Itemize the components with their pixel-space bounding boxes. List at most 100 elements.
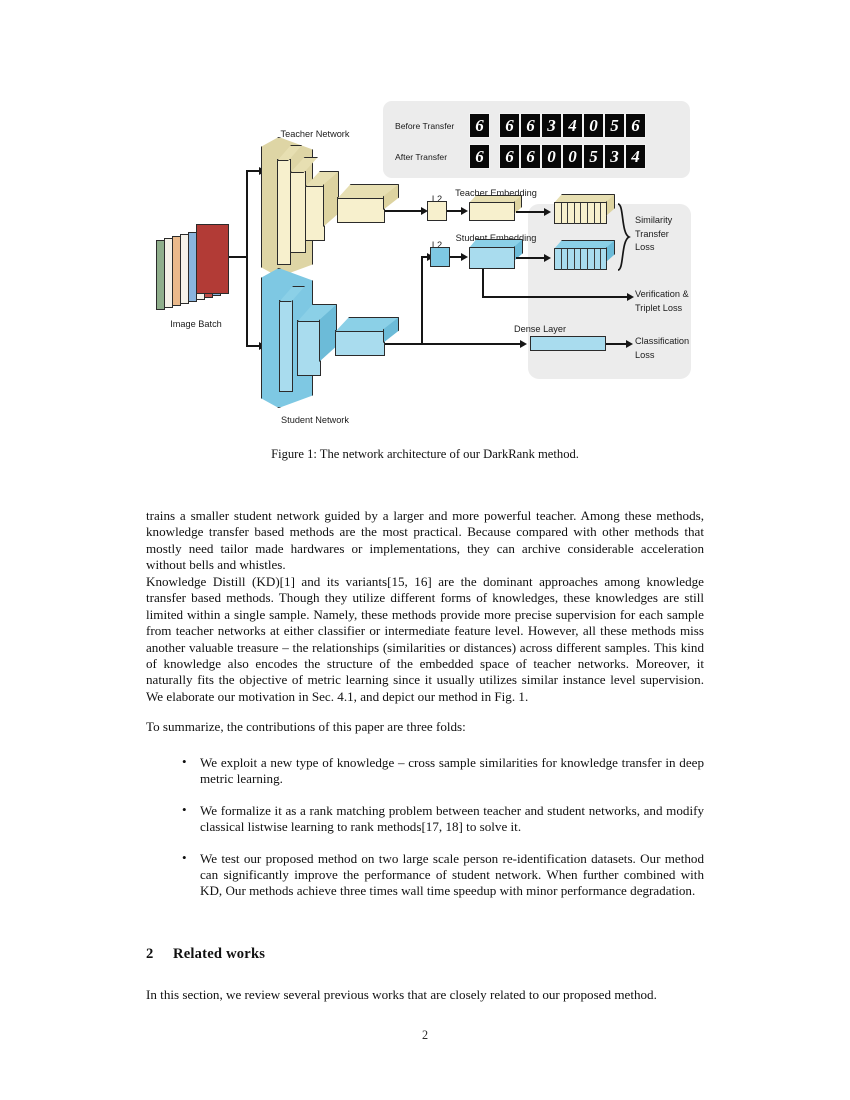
section-number: 2: [146, 946, 154, 962]
list-item: We test our proposed method on two large…: [178, 850, 704, 900]
feature-stripe: [560, 202, 562, 224]
feature-stripe: [573, 202, 575, 224]
similarity-transfer-loss-label: Similarity Transfer Loss: [635, 214, 672, 255]
mnist-retrieval-panel: Before Transfer 6 6 6 3 4 0 5 6 After Tr…: [383, 101, 690, 178]
figure-1-diagram: Before Transfer 6 6 6 3 4 0 5 6 After Tr…: [140, 90, 710, 435]
mnist-query-digit-after: 6: [469, 144, 490, 169]
feature-stripe: [567, 248, 569, 270]
l2-student-block: [430, 247, 450, 267]
loss-line: Verification &: [635, 289, 689, 299]
student-conv-slab: [297, 320, 321, 376]
connector-batch-to-teacher: [246, 170, 261, 172]
mnist-result-digit: 6: [520, 113, 541, 138]
l2-student-label: L2: [431, 240, 443, 250]
connector-l2t-to-embedding: [447, 210, 463, 212]
connector-semb-to-features: [516, 257, 546, 259]
arrow-l2s-to-embedding: [461, 253, 468, 261]
teacher-embedding-label: Teacher Embedding: [455, 188, 537, 198]
connector-batch-trunk-v: [246, 170, 248, 346]
paragraph-2: Knowledge Distill (KD)[1] and its varian…: [146, 574, 704, 704]
arrow-student-to-dense: [520, 340, 527, 348]
section-heading-related-works: 2 Related works: [146, 946, 704, 963]
arrow-classification-loss: [626, 340, 633, 348]
mnist-row-after-label: After Transfer: [395, 151, 448, 162]
loss-line: Triplet Loss: [635, 302, 683, 313]
mnist-result-digit: 6: [520, 144, 541, 169]
image-batch-label: Image Batch: [170, 319, 222, 329]
arrow-temb-to-features: [544, 208, 551, 216]
loss-line: Loss: [635, 242, 655, 252]
mnist-result-digit: 4: [562, 113, 583, 138]
mnist-result-digit: 3: [604, 144, 625, 169]
teacher-output-block: [337, 197, 385, 223]
figure-caption: Figure 1: The network architecture of ou…: [271, 447, 579, 461]
loss-line: Loss: [635, 349, 655, 360]
list-item: We formalize it as a rank matching probl…: [178, 802, 704, 836]
paragraph-3: To summarize, the contributions of this …: [146, 719, 466, 734]
feature-stripe: [587, 202, 588, 224]
mnist-result-digit: 3: [541, 113, 562, 138]
mnist-query-digit-before: 6: [469, 113, 490, 138]
mnist-result-digit: 6: [499, 144, 520, 169]
connector-temb-to-features: [516, 211, 546, 213]
teacher-conv-slab: [277, 159, 291, 265]
student-network-label: Student Network: [281, 415, 349, 425]
feature-stripe: [593, 248, 595, 270]
mnist-result-digit: 0: [583, 113, 604, 138]
loss-line: Classification: [635, 336, 690, 346]
feature-stripe: [567, 202, 569, 224]
list-item: We exploit a new type of knowledge – cro…: [178, 754, 704, 788]
contributions-list: We exploit a new type of knowledge – cro…: [178, 754, 704, 915]
feature-stripe: [593, 202, 595, 224]
connector-student-out-v: [421, 256, 423, 344]
section-title: Related works: [173, 946, 266, 962]
mnist-result-digit: 0: [541, 144, 562, 169]
student-embedding-label: Student Embedding: [455, 233, 537, 243]
paragraph-1: trains a smaller student network guided …: [146, 508, 704, 573]
arrow-verification-loss: [627, 293, 634, 301]
feature-stripe: [580, 202, 582, 224]
student-feature-bank: [554, 240, 615, 270]
feature-stripe: [573, 248, 575, 270]
student-embedding-block: [469, 239, 523, 269]
paragraph-4: In this section, we review several previ…: [146, 987, 657, 1002]
feature-stripe: [560, 248, 562, 270]
feature-stripe: [600, 248, 602, 270]
mnist-result-digit: 5: [583, 144, 604, 169]
student-network-group: [261, 268, 401, 408]
feature-stripe: [580, 248, 582, 270]
teacher-network-group: [261, 137, 401, 277]
teacher-feature-bank: [554, 194, 615, 224]
feature-stripe: [587, 248, 588, 270]
mnist-result-digit: 6: [625, 113, 646, 138]
connector-student-to-l2: [421, 256, 429, 258]
loss-line: Similarity: [635, 215, 673, 225]
batch-front-face: [196, 224, 229, 294]
similarity-brace-icon: [617, 203, 631, 271]
page-number: 2: [421, 1028, 429, 1042]
student-output-block: [335, 330, 385, 356]
teacher-conv-slab: [305, 185, 325, 241]
connector-dense-to-classification: [606, 343, 627, 345]
connector-l2s-to-embedding: [450, 256, 463, 258]
connector-verification-h: [482, 296, 629, 298]
l2-teacher-block: [427, 201, 447, 221]
connector-teacher-to-l2: [385, 210, 423, 212]
arrow-l2t-to-embedding: [461, 207, 468, 215]
mnist-row-before-label: Before Transfer: [395, 120, 455, 131]
dense-layer-label: Dense Layer: [513, 324, 567, 334]
mnist-row-before: Before Transfer 6 6 6 3 4 0 5 6: [395, 113, 646, 138]
connector-student-to-dense: [385, 343, 522, 345]
teacher-conv-slab: [290, 171, 306, 253]
loss-line: Transfer: [635, 228, 669, 239]
teacher-network-label: Teacher Network: [280, 129, 350, 139]
l2-teacher-label: L2: [431, 194, 443, 204]
mnist-row-after: After Transfer 6 6 6 0 0 5 3 4: [395, 144, 646, 169]
classification-loss-label: Classification Loss: [635, 335, 689, 362]
image-batch-stack: [156, 218, 241, 310]
connector-batch-to-student: [246, 345, 261, 347]
arrow-teacher-to-l2: [421, 207, 428, 215]
dense-layer-block: [530, 336, 606, 351]
connector-batch-trunk-h: [229, 256, 247, 258]
